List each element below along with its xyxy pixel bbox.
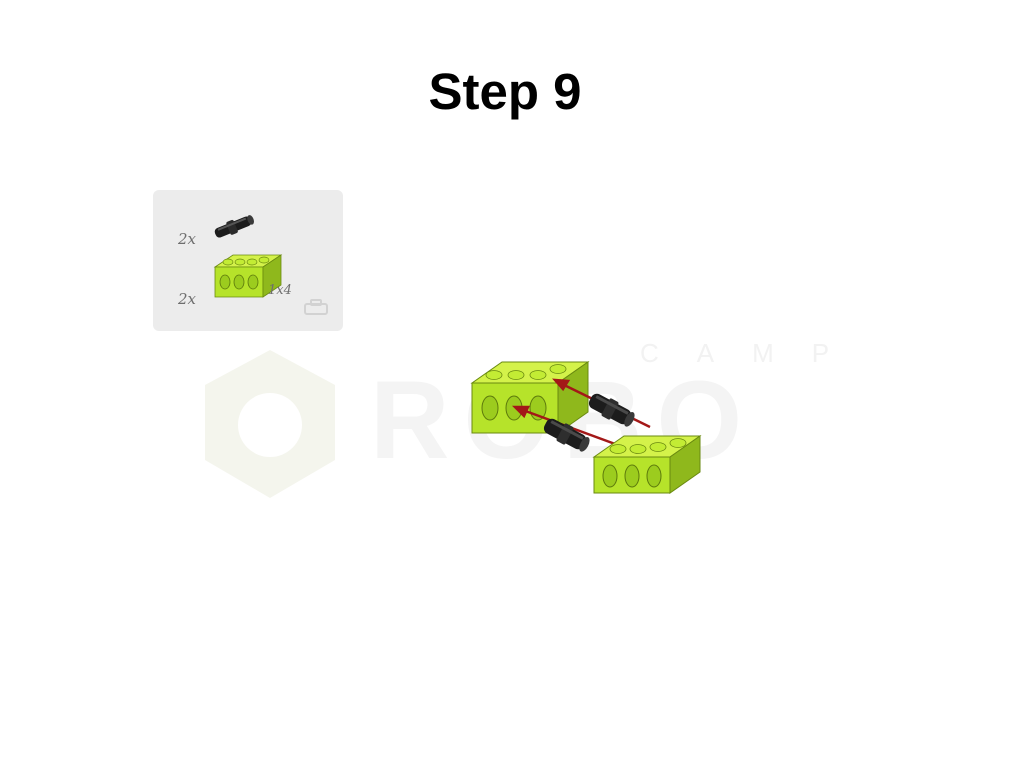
part-quantity-beam: 2x [178, 290, 197, 308]
watermark-text-top: CAMP [640, 340, 860, 368]
technic-beam-front [592, 435, 702, 494]
beam-size-label: 1x4 [268, 283, 292, 298]
connector-pin-lower [543, 418, 590, 452]
technic-beam-1x4-icon [213, 254, 283, 298]
brick-outline-icon [304, 299, 328, 315]
assembly-illustration [470, 361, 702, 494]
technic-beam-back [470, 361, 590, 434]
part-quantity-pin: 2x [178, 230, 197, 248]
connector-pin-icon [214, 215, 254, 238]
parts-list-panel: 2x 2x 1x4 [153, 190, 343, 331]
connector-pin-upper [588, 393, 635, 427]
page-title: Step 9 [428, 63, 582, 120]
